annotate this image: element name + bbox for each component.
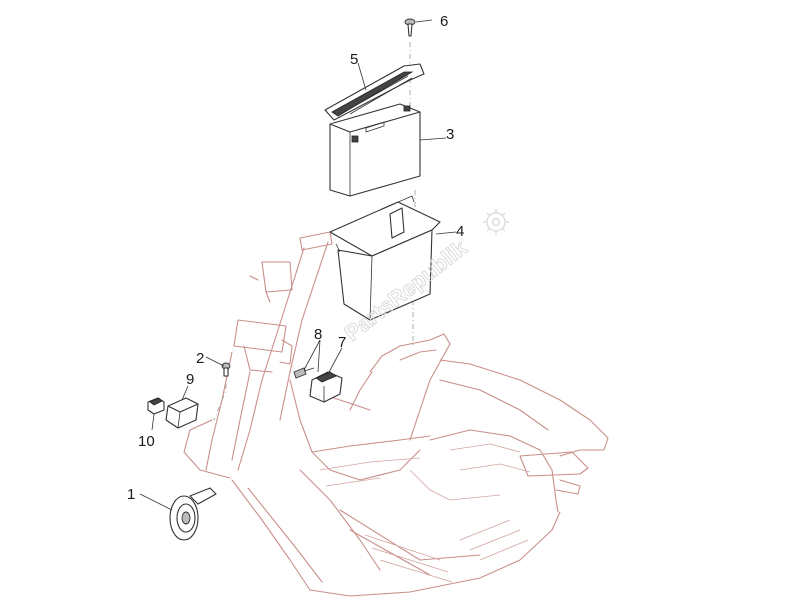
callout-3: 3 (446, 126, 454, 143)
battery-box (329, 195, 441, 321)
relay (309, 371, 343, 403)
horn (169, 487, 217, 541)
callout-4: 4 (456, 223, 464, 240)
callout-9: 9 (186, 371, 194, 388)
scooter-frame (183, 231, 609, 597)
callout-10: 10 (138, 433, 155, 450)
connector (147, 397, 165, 415)
callout-5: 5 (350, 51, 358, 68)
relay-screw (293, 367, 315, 379)
gear-icon (483, 209, 509, 235)
leader-lines (139, 19, 457, 511)
battery (329, 103, 421, 197)
callout-8: 8 (314, 326, 322, 343)
callout-labels: 1 2 3 4 5 6 7 8 9 10 (127, 13, 464, 503)
screw (404, 18, 416, 37)
battery-strap (324, 63, 425, 121)
callout-1: 1 (127, 486, 135, 503)
small-screw (221, 362, 231, 377)
callout-6: 6 (440, 13, 448, 30)
callout-2: 2 (196, 350, 204, 367)
callout-7: 7 (338, 334, 346, 351)
flasher-unit (165, 397, 199, 429)
